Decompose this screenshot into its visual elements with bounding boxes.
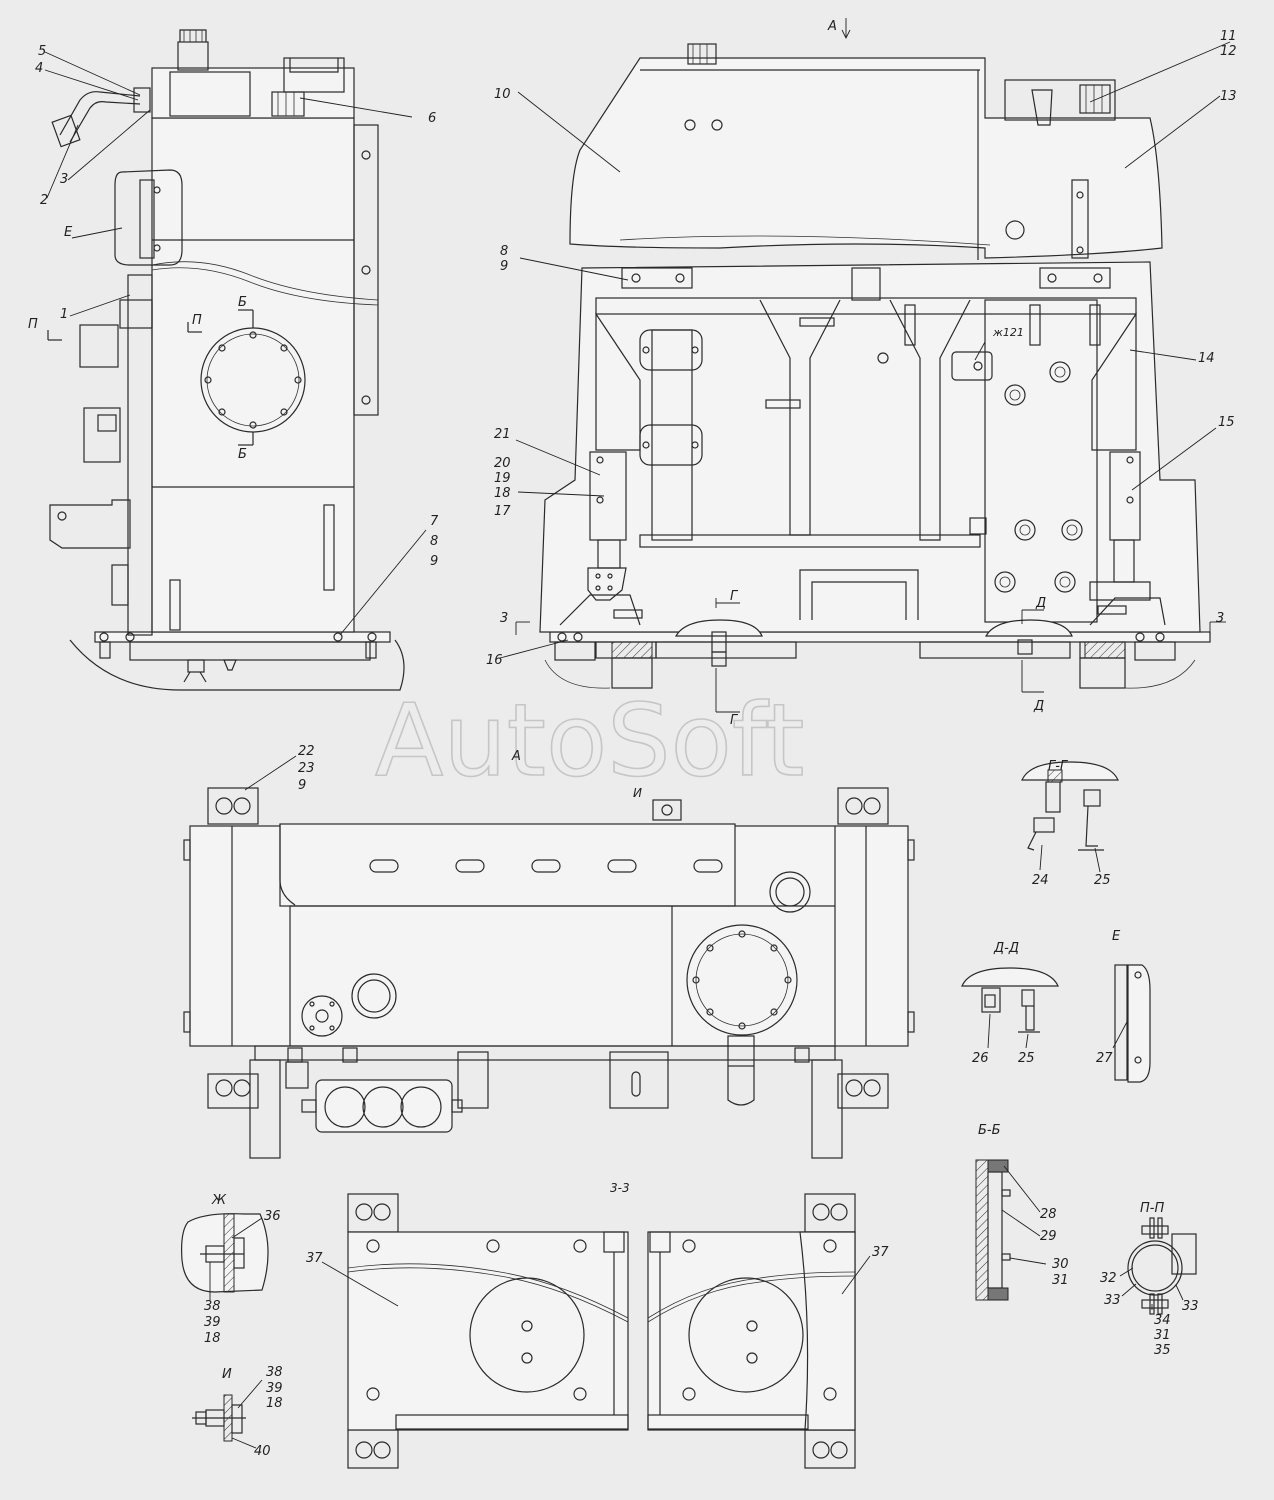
- label-33-right: 33: [1182, 1299, 1199, 1314]
- label-37-right: 37: [872, 1245, 889, 1260]
- label-2: 2: [40, 193, 48, 208]
- side-view: [47, 29, 405, 691]
- label-40: 40: [254, 1444, 271, 1459]
- label-25-dd: 25: [1018, 1051, 1035, 1066]
- label-9-side: 9: [430, 554, 438, 569]
- label-17: 17: [494, 504, 511, 519]
- label-13: 13: [1220, 89, 1237, 104]
- label-31-bb: 31: [1052, 1273, 1069, 1288]
- label-29: 29: [1040, 1229, 1057, 1244]
- label-23: 23: [298, 761, 315, 776]
- section-p-p: [1127, 1217, 1197, 1315]
- label-z-left: 3: [500, 611, 508, 626]
- label-view-a-center: А: [511, 749, 521, 764]
- title-view-i: И: [222, 1367, 232, 1382]
- label-b-bottom: Б: [238, 447, 247, 462]
- label-i-mark: И: [633, 786, 642, 800]
- label-10: 10: [494, 87, 511, 102]
- title-section-b-b: Б-Б: [978, 1123, 1001, 1138]
- label-5: 5: [38, 44, 46, 59]
- label-38-zh: 38: [204, 1299, 221, 1314]
- label-33-left: 33: [1104, 1293, 1121, 1308]
- title-section-d-d: Д-Д: [993, 941, 1019, 956]
- label-21: 21: [494, 427, 511, 442]
- top-view-a: [183, 787, 915, 1159]
- label-24: 24: [1032, 873, 1049, 888]
- label-18-front: 18: [494, 486, 511, 501]
- label-31-pp: 31: [1154, 1328, 1171, 1343]
- label-6: 6: [428, 111, 436, 126]
- label-3: 3: [60, 172, 68, 187]
- label-d-bottom: Д: [1033, 699, 1044, 714]
- label-27: 27: [1096, 1051, 1113, 1066]
- label-20: 20: [494, 456, 511, 471]
- label-19: 19: [494, 471, 511, 486]
- label-b-top: Б: [238, 295, 247, 310]
- label-7: 7: [430, 514, 439, 529]
- label-39-i: 39: [266, 1381, 283, 1396]
- label-18-i: 18: [266, 1396, 283, 1411]
- section-g-g: [1021, 761, 1119, 851]
- label-25-gg: 25: [1094, 873, 1111, 888]
- label-26: 26: [972, 1051, 989, 1066]
- title-section-p-p: П-П: [1140, 1201, 1164, 1216]
- view-e: [1114, 964, 1151, 1083]
- section-b-b: [975, 1159, 1011, 1301]
- section-z-z: [347, 1193, 856, 1469]
- label-8-side: 8: [430, 534, 438, 549]
- label-11: 11: [1220, 29, 1237, 44]
- label-zh121: ж121: [992, 326, 1024, 339]
- label-28: 28: [1040, 1207, 1057, 1222]
- title-section-z-z: 3-3: [610, 1181, 630, 1195]
- label-38-i: 38: [266, 1365, 283, 1380]
- label-d-top: Д: [1035, 596, 1046, 611]
- label-g-top: Г: [730, 589, 739, 604]
- label-9-top: 9: [298, 778, 306, 793]
- label-z-right: 3: [1216, 611, 1224, 626]
- label-4: 4: [35, 61, 43, 76]
- title-section-g-g: Г-Г: [1048, 759, 1069, 774]
- front-view: [515, 18, 1226, 713]
- label-34: 34: [1154, 1313, 1171, 1328]
- label-37-left: 37: [306, 1251, 323, 1266]
- view-zh: [181, 1213, 269, 1293]
- label-39-zh: 39: [204, 1315, 221, 1330]
- label-30: 30: [1052, 1257, 1069, 1272]
- label-8-front: 8: [500, 244, 508, 259]
- label-g-bottom: Г: [730, 713, 739, 728]
- section-d-d: [961, 967, 1059, 1033]
- label-p-right: П: [192, 313, 202, 328]
- label-32: 32: [1100, 1271, 1117, 1286]
- label-18-zh: 18: [204, 1331, 221, 1346]
- label-36: 36: [264, 1209, 281, 1224]
- view-i: [192, 1394, 246, 1442]
- label-22: 22: [298, 744, 315, 759]
- title-view-zh: Ж: [211, 1193, 227, 1208]
- label-35: 35: [1154, 1343, 1171, 1358]
- label-16: 16: [486, 653, 503, 668]
- label-1: 1: [60, 307, 68, 322]
- label-p-left: П: [28, 317, 38, 332]
- title-view-e: Е: [1112, 929, 1121, 944]
- label-12: 12: [1220, 44, 1237, 59]
- label-15: 15: [1218, 415, 1235, 430]
- label-e: Е: [64, 225, 73, 240]
- label-9-front: 9: [500, 259, 508, 274]
- watermark-text: AutoSoft: [375, 682, 805, 799]
- label-view-a-front: А: [827, 19, 837, 34]
- label-14: 14: [1198, 351, 1215, 366]
